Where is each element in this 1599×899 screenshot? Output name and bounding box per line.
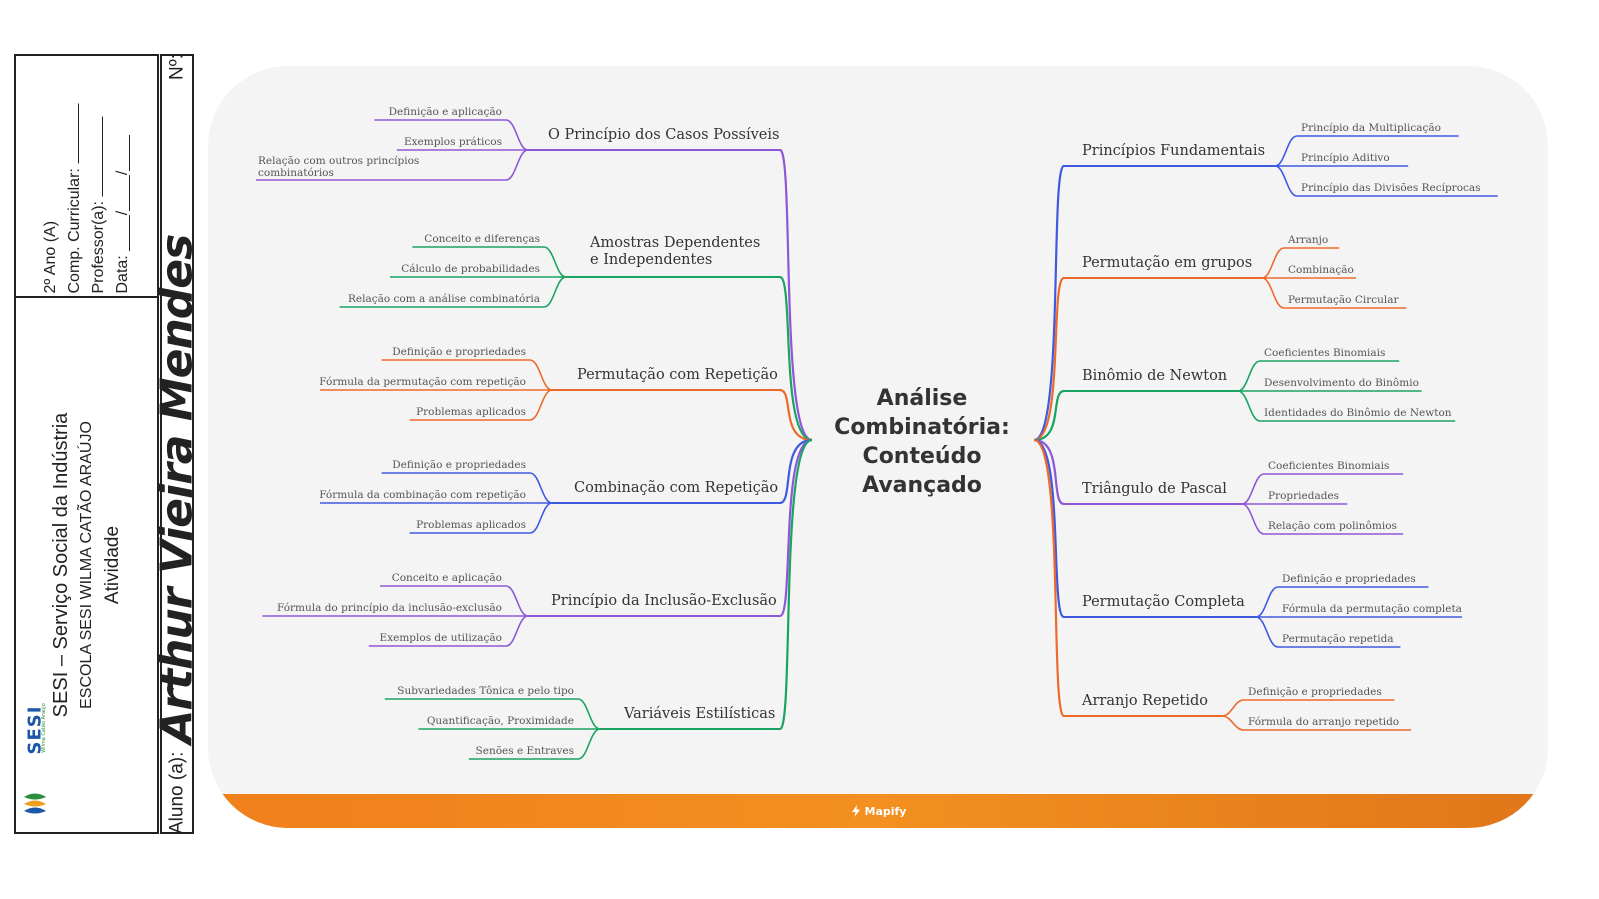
child-connector bbox=[505, 119, 529, 151]
child-label[interactable]: Fórmula do arranjo repetido bbox=[1248, 716, 1399, 728]
branch-connector bbox=[778, 438, 813, 618]
child-connector bbox=[577, 728, 601, 760]
child-label[interactable]: Permutação repetida bbox=[1282, 633, 1394, 645]
child-label[interactable]: Exemplos de utilização bbox=[380, 632, 502, 644]
child-connector bbox=[1274, 135, 1298, 167]
branch-label[interactable]: Permutação com Repetição bbox=[577, 367, 778, 383]
child-label[interactable]: Subvariedades Tônica e pelo tipo bbox=[397, 685, 574, 697]
sesi-swoosh-icon bbox=[24, 793, 46, 814]
child-label[interactable]: Conceito e aplicação bbox=[392, 572, 502, 584]
branch-label[interactable]: Triângulo de Pascal bbox=[1082, 481, 1227, 497]
child-label[interactable]: Relação com a análise combinatória bbox=[348, 293, 540, 305]
child-label[interactable]: Propriedades bbox=[1268, 490, 1339, 502]
branch-label[interactable]: Permutação Completa bbox=[1082, 594, 1245, 610]
child-label[interactable]: Definição e propriedades bbox=[392, 346, 526, 358]
branch-connector bbox=[778, 438, 813, 731]
branch-connector bbox=[779, 388, 813, 442]
child-connector bbox=[1241, 473, 1265, 505]
child-label[interactable]: Senões e Entraves bbox=[476, 745, 574, 757]
child-label[interactable]: Permutação Circular bbox=[1288, 294, 1399, 306]
child-connector bbox=[1237, 390, 1261, 422]
child-label[interactable]: Exemplos práticos bbox=[404, 136, 502, 148]
child-connector bbox=[1221, 715, 1245, 731]
child-label[interactable]: Coeficientes Binomiais bbox=[1264, 347, 1385, 359]
child-connector bbox=[505, 615, 529, 647]
child-connector bbox=[1261, 277, 1285, 309]
lightning-icon bbox=[851, 805, 860, 817]
child-connector bbox=[1237, 360, 1261, 392]
child-connector bbox=[1274, 165, 1298, 197]
student-box: Aluno (a): Arthur Vieira Mendes Nº: bbox=[152, 54, 203, 834]
child-connector bbox=[529, 502, 553, 534]
child-label[interactable]: Coeficientes Binomiais bbox=[1268, 460, 1389, 472]
branch-label[interactable]: Binômio de Newton bbox=[1082, 368, 1227, 384]
school-info-box: SESI – Serviço Social da Indústria ESCOL… bbox=[14, 296, 159, 834]
branch-label[interactable]: Arranjo Repetido bbox=[1081, 693, 1208, 709]
child-connector bbox=[529, 472, 553, 504]
child-label[interactable]: Cálculo de probabilidades bbox=[401, 263, 540, 275]
branch-connector bbox=[778, 275, 813, 442]
branch-connector bbox=[1033, 164, 1066, 442]
branch-connector bbox=[778, 148, 813, 442]
child-connector bbox=[543, 276, 567, 308]
branch-label[interactable]: Permutação em grupos bbox=[1082, 255, 1252, 271]
child-connector bbox=[543, 246, 567, 278]
child-connector bbox=[1255, 586, 1279, 618]
child-connector bbox=[1261, 247, 1285, 279]
child-label[interactable]: Definição e propriedades bbox=[392, 459, 526, 471]
child-connector bbox=[529, 389, 553, 421]
child-connector bbox=[505, 149, 529, 181]
mindmap-footer: Mapify bbox=[208, 794, 1548, 828]
child-label[interactable]: Fórmula da combinação com repetição bbox=[319, 489, 526, 501]
child-connector bbox=[529, 359, 553, 391]
branch-label[interactable]: O Princípio dos Casos Possíveis bbox=[548, 127, 779, 143]
child-connector bbox=[1221, 699, 1245, 717]
child-label[interactable]: Definição e propriedades bbox=[1282, 573, 1416, 585]
header-info-box: 2º Ano (A) Comp. Curricular: Professor(a… bbox=[14, 54, 159, 298]
branch-connector bbox=[1033, 438, 1065, 506]
child-label[interactable]: Princípio da Multiplicação bbox=[1301, 122, 1441, 134]
central-topic-line: Análise bbox=[876, 386, 968, 411]
central-topic[interactable]: Análise Combinatória: Conteúdo Avançado bbox=[822, 384, 1022, 500]
mapify-label: Mapify bbox=[864, 804, 907, 818]
child-label[interactable]: Princípio Aditivo bbox=[1301, 152, 1390, 164]
child-connector bbox=[1241, 503, 1265, 535]
child-label[interactable]: Desenvolvimento do Binômio bbox=[1264, 377, 1419, 389]
branch-connector bbox=[1033, 389, 1065, 442]
child-connector bbox=[1255, 616, 1279, 648]
child-label[interactable]: Fórmula do princípio da inclusão-exclusã… bbox=[277, 602, 502, 614]
branch-label[interactable]: Combinação com Repetição bbox=[574, 480, 778, 496]
branch-connector bbox=[1033, 438, 1066, 619]
child-label[interactable]: Quantificação, Proximidade bbox=[427, 715, 574, 727]
child-label[interactable]: Problemas aplicados bbox=[416, 519, 526, 531]
child-label[interactable]: Combinação bbox=[1288, 264, 1354, 276]
branch-label[interactable]: Princípios Fundamentais bbox=[1082, 143, 1265, 159]
branch-label[interactable]: Variáveis Estilísticas bbox=[623, 706, 775, 722]
child-label[interactable]: Problemas aplicados bbox=[416, 406, 526, 418]
mapify-brand[interactable]: Mapify bbox=[850, 804, 907, 818]
branch-connector bbox=[1033, 438, 1066, 718]
child-connector bbox=[505, 585, 529, 617]
child-label[interactable]: Definição e aplicação bbox=[389, 106, 502, 118]
child-label[interactable]: Definição e propriedades bbox=[1248, 686, 1382, 698]
child-label[interactable]: Conceito e diferenças bbox=[424, 233, 540, 245]
child-connector bbox=[577, 698, 601, 730]
child-label[interactable]: Princípio das Divisões Recíprocas bbox=[1301, 182, 1481, 194]
central-topic-line: Conteúdo bbox=[862, 444, 982, 469]
branch-label[interactable]: Princípio da Inclusão-Exclusão bbox=[551, 593, 777, 609]
branch-connector bbox=[1033, 276, 1066, 442]
central-topic-line: Avançado bbox=[862, 473, 982, 498]
child-label[interactable]: Relação com polinômios bbox=[1268, 520, 1397, 532]
child-label[interactable]: Fórmula da permutação completa bbox=[1282, 603, 1462, 615]
child-label[interactable]: Identidades do Binômio de Newton bbox=[1264, 407, 1452, 419]
child-label[interactable]: Fórmula da permutação com repetição bbox=[319, 376, 526, 388]
branch-connector bbox=[779, 438, 813, 505]
mindmap-card: Mapify bbox=[208, 66, 1548, 828]
child-label[interactable]: Arranjo bbox=[1287, 234, 1328, 246]
sesi-logo: SESI Wilma Catão Araújo bbox=[22, 668, 48, 814]
central-topic-line: Combinatória: bbox=[834, 415, 1010, 440]
